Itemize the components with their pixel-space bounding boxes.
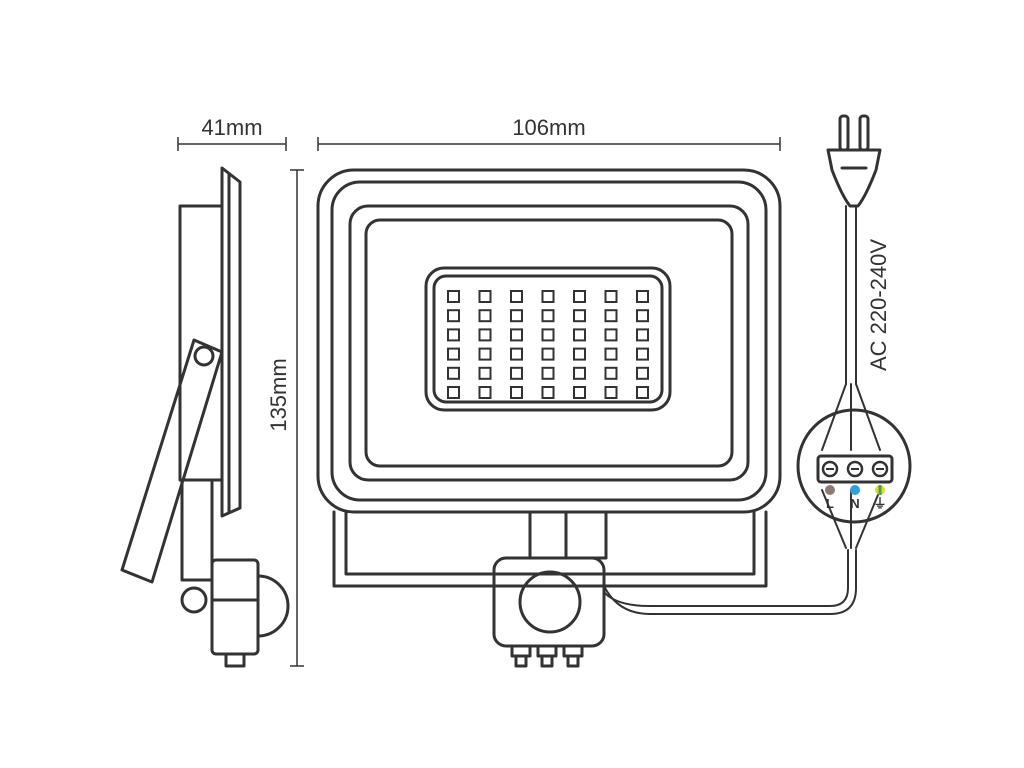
led-chip — [510, 328, 523, 342]
led-chip — [478, 309, 492, 323]
terminal-label: L — [826, 496, 834, 511]
height-dimension: 135mm — [266, 169, 304, 667]
led-chip — [510, 309, 523, 323]
led-chip — [636, 328, 649, 342]
led-chip — [447, 328, 460, 342]
junction-box: L N ⏚ — [796, 408, 912, 524]
led-chip — [541, 347, 555, 361]
led-chip — [478, 290, 492, 303]
led-chip — [636, 366, 649, 380]
led-grid — [447, 290, 649, 399]
front-view — [316, 168, 782, 668]
led-chip — [604, 386, 618, 399]
depth-dimension: 41mm — [177, 115, 287, 151]
led-chip — [447, 309, 460, 323]
led-chip — [541, 366, 555, 380]
side-view — [120, 166, 290, 668]
led-chip — [447, 366, 460, 380]
depth-label: 41mm — [201, 115, 262, 140]
earth-stripe — [878, 485, 882, 495]
led-chip — [541, 328, 555, 342]
terminal-screw — [871, 460, 889, 478]
led-chip — [478, 328, 492, 342]
terminal-label: ⏚ — [873, 496, 886, 511]
height-label: 135mm — [266, 358, 291, 431]
terminal-color-dot — [825, 485, 835, 495]
led-chip — [604, 290, 618, 303]
led-chip — [541, 309, 555, 323]
led-chip — [478, 366, 492, 380]
terminal-color-dot — [850, 485, 860, 495]
led-chip — [573, 290, 586, 303]
led-chip — [447, 290, 460, 303]
power-plug — [826, 114, 882, 208]
width-label: 106mm — [512, 115, 585, 140]
led-chip — [510, 366, 523, 380]
led-chip — [573, 328, 586, 342]
supply-voltage-label: AC 220-240V — [866, 239, 891, 371]
terminal-screw — [846, 460, 864, 478]
pir-sensor-lens — [518, 570, 582, 634]
power-cable — [603, 205, 881, 615]
led-chip — [604, 309, 618, 323]
led-chip — [636, 386, 649, 399]
terminal-label: N — [850, 496, 859, 511]
led-chip — [541, 386, 555, 399]
led-chip — [636, 309, 649, 323]
led-chip — [510, 290, 523, 303]
led-chip — [478, 347, 492, 361]
led-chip — [604, 366, 618, 380]
led-chip — [510, 347, 523, 361]
terminal-labels: L N ⏚ — [825, 485, 887, 511]
width-dimension: 106mm — [317, 115, 781, 151]
led-chip — [447, 386, 460, 399]
led-chip — [510, 386, 523, 399]
led-chip — [636, 290, 649, 303]
led-chip — [541, 290, 555, 303]
led-chip — [573, 386, 586, 399]
terminal-block — [821, 460, 889, 478]
led-chip — [573, 366, 586, 380]
led-chip — [573, 347, 586, 361]
led-chip — [573, 309, 586, 323]
led-chip — [478, 386, 492, 399]
led-chip — [636, 347, 649, 361]
terminal-screw — [821, 460, 839, 478]
sensor-adjust-knobs — [510, 644, 584, 668]
led-chip — [604, 328, 618, 342]
led-chip — [447, 347, 460, 361]
led-chip — [604, 347, 618, 361]
